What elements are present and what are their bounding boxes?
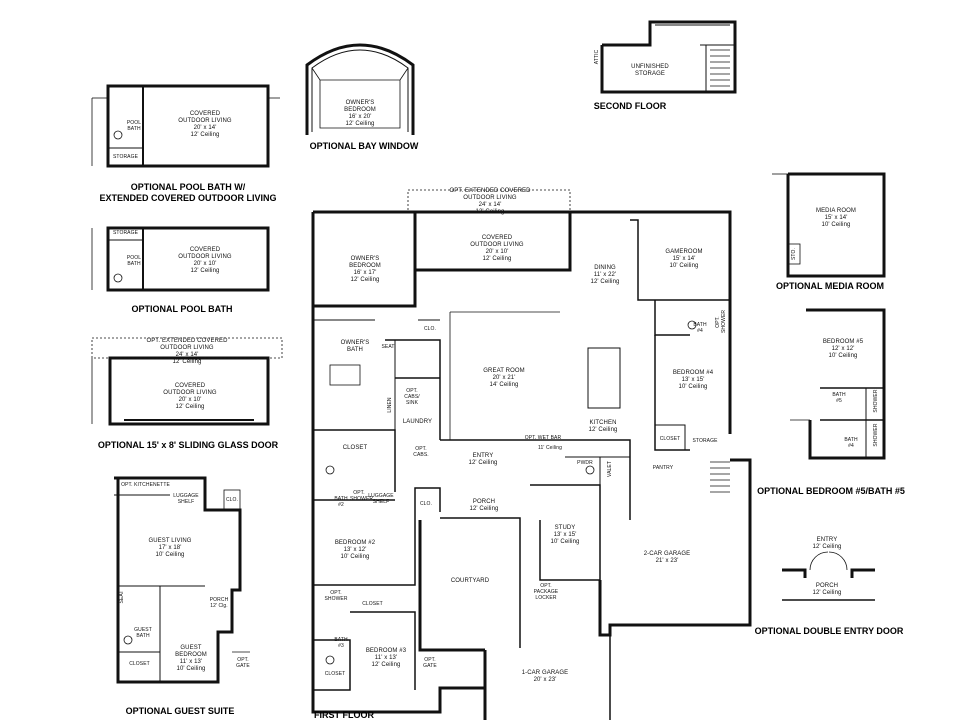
- pb1-pool-bath-label: POOL BATH: [126, 120, 142, 132]
- pb1-storage-label: STORAGE: [112, 154, 139, 160]
- ff-bedroom2-label: BEDROOM #2 13' x 12' 10' Ceiling: [334, 540, 376, 560]
- ff-linen-label: LINEN: [387, 397, 393, 413]
- media-room-caption: OPTIONAL MEDIA ROOM: [776, 281, 884, 291]
- ff-owners-bedroom-label: OWNER'S BEDROOM 16' x 17' 12' Ceiling: [349, 256, 381, 283]
- gs-kitchenette-label: OPT. KITCHENETTE: [121, 482, 170, 488]
- bay-window-caption: OPTIONAL BAY WINDOW: [309, 141, 419, 151]
- b5-shower2-label: SHOWER: [873, 423, 879, 447]
- first-floor-plan: [311, 189, 752, 720]
- ff-clo2-label: CLO.: [419, 501, 433, 507]
- gs-clo-label: CLO.: [225, 497, 239, 503]
- mr-media-room-label: MEDIA ROOM 15' x 14' 10' Ceiling: [815, 208, 856, 228]
- ff-closet2-label: CLOSET: [362, 601, 383, 607]
- attic-label: ATTIC: [594, 49, 600, 65]
- b5-bedroom-label: BEDROOM #5 12' x 12' 10' Ceiling: [822, 339, 864, 359]
- ff-outdoor-label: COVERED OUTDOOR LIVING 20' x 10' 12' Cei…: [470, 235, 524, 262]
- gs-closet-label: CLOSET: [129, 661, 150, 667]
- gs-porch-label: PORCH 12' Clg.: [209, 597, 229, 609]
- double-entry-caption: OPTIONAL DOUBLE ENTRY DOOR: [754, 626, 904, 636]
- pb2-outdoor-label: COVERED OUTDOOR LIVING 20' x 10' 12' Cei…: [178, 247, 232, 274]
- bay-owners-bedroom-label: OWNER'S BEDROOM 16' x 20' 12' Ceiling: [344, 100, 376, 127]
- de-porch-label: PORCH 12' Ceiling: [812, 583, 842, 596]
- gs-bath-label: GUEST BATH: [134, 627, 152, 639]
- ff-opt-shower4-label: OPT. SHOWER: [715, 309, 727, 333]
- pool-bath-extended-plan: [91, 84, 280, 168]
- gs-luggage-label: LUGGAGE SHELF: [173, 493, 199, 505]
- sliding-door-caption: OPTIONAL 15' x 8' SLIDING GLASS DOOR: [97, 440, 279, 450]
- ff-clo1-label: CLO.: [423, 326, 437, 332]
- ff-dining-label: DINING 11' x 22' 12' Ceiling: [590, 265, 620, 285]
- ff-closet4-label: CLOSET: [659, 436, 681, 442]
- b5-bath4-label: BATH #4: [844, 437, 858, 449]
- de-entry-label: ENTRY 12' Ceiling: [812, 537, 842, 550]
- guest-suite-caption: OPTIONAL GUEST SUITE: [125, 706, 235, 716]
- ff-opt-cabs-label: OPT. CABS.: [413, 446, 429, 458]
- ff-garage1-label: 1-CAR GARAGE 20' x 23': [521, 670, 569, 683]
- ff-pwdr-label: PWDR: [577, 460, 593, 466]
- ff-cabs-sink-label: OPT. CABS/ SINK: [404, 388, 420, 406]
- ff-wet-bar-label: OPT. WET BAR: [524, 435, 562, 441]
- first-floor-caption: FIRST FLOOR: [314, 710, 374, 720]
- ff-valet-label: VALET: [607, 461, 613, 477]
- ff-bedroom3-label: BEDROOM #3 11' x 13' 12' Ceiling: [365, 648, 407, 668]
- ff-storage-label: STORAGE: [692, 438, 718, 444]
- b5-bath5-label: BATH #5: [832, 392, 846, 404]
- sg-extended-label: OPT. EXTENDED COVERED OUTDOOR LIVING 24'…: [146, 338, 228, 365]
- ff-seat-label: SEAT: [381, 344, 395, 350]
- b5-shower-label: SHOWER: [873, 389, 879, 413]
- media-room-plan: [772, 172, 886, 278]
- pb2-storage-label: STORAGE: [112, 230, 139, 236]
- ff-great-room-label: GREAT ROOM 20' x 21' 14' Ceiling: [483, 368, 525, 388]
- pool-bath-ext-caption: OPTIONAL POOL BATH W/ EXTENDED COVERED O…: [99, 182, 277, 203]
- ff-11ceiling-label: 11' Ceiling: [538, 445, 562, 451]
- gs-living-label: GUEST LIVING 17' x 18' 10' Ceiling: [148, 538, 192, 558]
- gs-gate-label: OPT. GATE: [236, 657, 250, 669]
- ff-bath2-label: BATH #2: [334, 496, 348, 508]
- ff-closet-label: CLOSET: [342, 445, 368, 451]
- ff-study-label: STUDY 13' x 15' 10' Ceiling: [550, 525, 580, 545]
- pb2-pool-bath-label: POOL BATH: [126, 255, 142, 267]
- unfinished-storage-label: UNFINISHED STORAGE: [631, 64, 669, 77]
- guest-suite-plan: [114, 476, 250, 684]
- ff-owners-bath-label: OWNER'S BATH: [340, 340, 370, 353]
- bedroom5-plan: [790, 308, 886, 460]
- ff-gameroom-label: GAMEROOM 15' x 14' 10' Ceiling: [665, 249, 703, 269]
- sg-outdoor-label: COVERED OUTDOOR LIVING 20' x 10' 12' Cei…: [163, 383, 217, 410]
- gs-seat-label: SEAT: [119, 590, 125, 604]
- gs-bedroom-label: GUEST BEDROOM 11' x 13' 10' Ceiling: [175, 645, 207, 672]
- pool-bath-caption: OPTIONAL POOL BATH: [131, 304, 233, 314]
- ff-pantry-label: PANTRY: [652, 465, 674, 471]
- ff-gate-label: OPT. GATE: [423, 657, 437, 669]
- ff-courtyard-label: COURTYARD: [450, 578, 490, 584]
- ff-garage2-label: 2-CAR GARAGE 21' x 23': [643, 551, 691, 564]
- second-floor-caption: SECOND FLOOR: [593, 101, 667, 111]
- pool-bath-plan: [91, 226, 270, 292]
- second-floor-plan: [600, 20, 737, 94]
- ff-laundry-label: LAUNDRY: [402, 419, 433, 425]
- mr-sto-label: STO.: [791, 248, 797, 260]
- ff-bedroom4-label: BEDROOM #4 13' x 15' 10' Ceiling: [672, 370, 714, 390]
- ff-luggage-label: LUGGAGE SHELF: [368, 493, 394, 505]
- ff-package-label: OPT. PACKAGE LOCKER: [533, 583, 559, 601]
- ff-kitchen-label: KITCHEN 12' Ceiling: [588, 420, 618, 433]
- ff-opt-shower-label: OPT. SHOWER: [350, 490, 374, 502]
- double-entry-plan: [782, 551, 875, 601]
- bedroom5-caption: OPTIONAL BEDROOM #5/BATH #5: [757, 486, 905, 496]
- ff-extended-label: OPT. EXTENDED COVERED OUTDOOR LIVING 24'…: [449, 188, 531, 215]
- ff-opt-shower3-label: OPT. SHOWER: [324, 590, 348, 602]
- ff-entry-label: ENTRY 12' Ceiling: [468, 453, 498, 466]
- sliding-door-plan: [91, 337, 283, 426]
- bay-window-plan: [305, 43, 415, 135]
- ff-porch-label: PORCH 12' Ceiling: [469, 499, 499, 512]
- ff-bath3-label: BATH #3: [334, 637, 348, 649]
- ff-closet3-label: CLOSET: [324, 671, 346, 677]
- ff-bath4-label: BATH #4: [693, 322, 707, 334]
- pb1-outdoor-label: COVERED OUTDOOR LIVING 20' x 14' 12' Cei…: [178, 111, 232, 138]
